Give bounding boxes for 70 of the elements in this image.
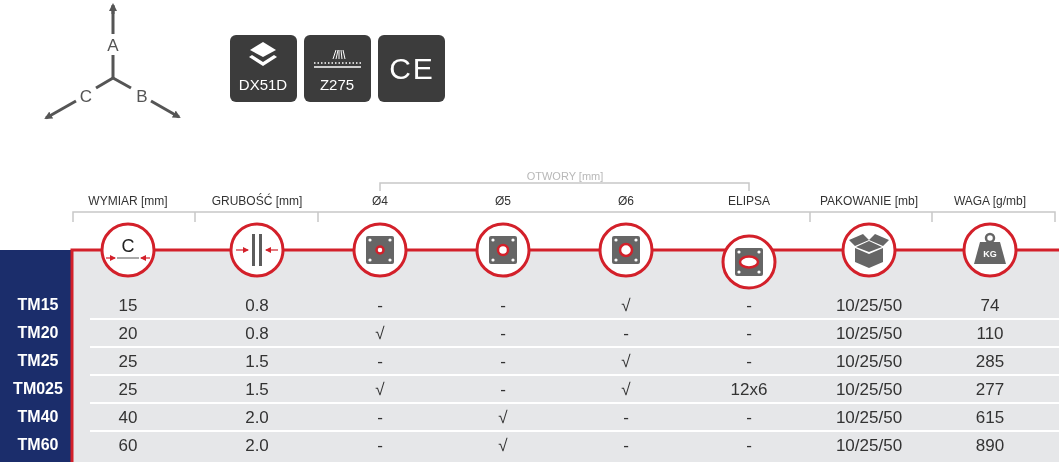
axis-label: A xyxy=(107,36,119,54)
table-value: 10/25/50 xyxy=(835,296,903,314)
row-heading: TM40 xyxy=(17,409,59,425)
column-heading: Ø4 xyxy=(372,195,388,207)
column-heading: GRUBOŚĆ [mm] xyxy=(211,195,303,207)
table-value: 10/25/50 xyxy=(835,324,903,342)
table-value: 110 xyxy=(976,324,1004,342)
table-value: - xyxy=(500,352,506,370)
table-value: 2.0 xyxy=(245,436,269,454)
table-value: √ xyxy=(375,380,385,398)
table-value: 0.8 xyxy=(245,296,269,314)
table-value: √ xyxy=(621,352,631,370)
table-value: 10/25/50 xyxy=(835,380,903,398)
column-heading: WYMIAR [mm] xyxy=(88,195,168,207)
table-value: 25 xyxy=(118,352,138,370)
table-value: 20 xyxy=(118,324,138,342)
table-value: 25 xyxy=(118,380,138,398)
ce-mark: CE xyxy=(389,54,435,84)
table-value: - xyxy=(377,352,383,370)
table-value: 1.5 xyxy=(245,352,269,370)
table-value: - xyxy=(746,436,752,454)
table-value: 10/25/50 xyxy=(835,436,903,454)
table-value: - xyxy=(500,296,506,314)
table-value: - xyxy=(746,324,752,342)
weight-unit: KG xyxy=(983,249,997,259)
table-value: - xyxy=(377,436,383,454)
table-value: √ xyxy=(498,408,508,426)
table-value: 0.8 xyxy=(245,324,269,342)
column-heading: Ø5 xyxy=(495,195,511,207)
table-value: 60 xyxy=(118,436,138,454)
table-value: 12x6 xyxy=(730,380,768,398)
table-value: 10/25/50 xyxy=(835,352,903,370)
column-heading: WAGA [g/mb] xyxy=(953,195,1027,207)
table-value: 40 xyxy=(118,408,138,426)
table-value: - xyxy=(623,324,629,342)
table-value: - xyxy=(623,436,629,454)
table-value: - xyxy=(746,408,752,426)
table-value: 285 xyxy=(975,352,1005,370)
column-heading: Ø6 xyxy=(618,195,634,207)
row-heading: TM15 xyxy=(17,297,59,313)
row-heading: TM60 xyxy=(17,437,59,453)
row-heading: TM25 xyxy=(17,353,59,369)
table-value: 15 xyxy=(118,296,138,314)
row-heading: TM025 xyxy=(13,381,63,397)
axis-label: C xyxy=(79,87,93,105)
table-value: - xyxy=(746,352,752,370)
column-heading: ELIPSA xyxy=(728,195,770,207)
table-value: - xyxy=(623,408,629,426)
table-value: - xyxy=(746,296,752,314)
table-value: √ xyxy=(621,380,631,398)
table-value: 890 xyxy=(975,436,1005,454)
table-value: √ xyxy=(621,296,631,314)
table-value: 1.5 xyxy=(245,380,269,398)
axis-label: B xyxy=(136,87,148,105)
table-value: √ xyxy=(375,324,385,342)
table-value: √ xyxy=(498,436,508,454)
row-heading: TM20 xyxy=(17,325,59,341)
table-value: 2.0 xyxy=(245,408,269,426)
table-value: - xyxy=(377,296,383,314)
material-grade: DX51D xyxy=(238,76,288,92)
table-value: - xyxy=(500,380,506,398)
coating-class: Z275 xyxy=(319,76,355,92)
table-value: 74 xyxy=(980,296,1000,314)
table-value: 10/25/50 xyxy=(835,408,903,426)
table-value: - xyxy=(377,408,383,426)
table-value: 615 xyxy=(975,408,1005,426)
table-value: 277 xyxy=(975,380,1005,398)
table-value: - xyxy=(500,324,506,342)
column-heading: PAKOWANIE [mb] xyxy=(820,195,918,207)
profile-letter: C xyxy=(121,237,135,255)
